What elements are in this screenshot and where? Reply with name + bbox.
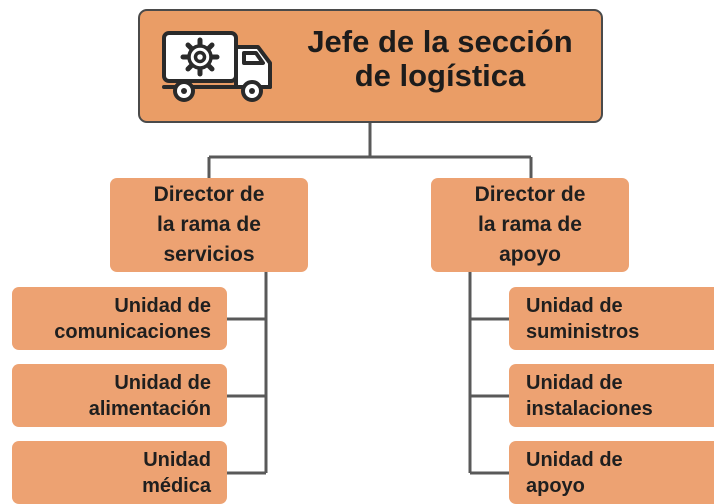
food-unit-box: Unidad de alimentación — [12, 364, 227, 427]
head-of-logistics-title: Jefe de la sección de logística — [290, 25, 590, 93]
support-unit-box: Unidad de apoyo — [509, 441, 714, 504]
delivery-truck-gear-icon — [162, 31, 272, 102]
title-line-2: de logística — [354, 58, 526, 93]
title-line-1: Jefe de la sección — [307, 24, 573, 59]
medical-unit-box: Unidad médica — [12, 441, 227, 504]
head-of-logistics-box: Jefe de la sección de logística — [138, 9, 603, 123]
unit-label: Unidad de suministros — [526, 294, 640, 343]
director-line: servicios — [163, 243, 255, 266]
director-line: Director de — [474, 183, 586, 206]
support-branch-director-box: Director de la rama de apoyo — [431, 178, 629, 272]
facilities-unit-box: Unidad de instalaciones — [509, 364, 714, 427]
unit-label: Unidad de instalaciones — [526, 371, 653, 420]
director-line: apoyo — [499, 243, 561, 266]
unit-label: Unidad de apoyo — [526, 448, 623, 497]
unit-label: Unidad de comunicaciones — [54, 294, 211, 343]
director-line: la rama de — [157, 213, 261, 236]
director-line: Director de — [153, 183, 265, 206]
unit-label: Unidad de alimentación — [88, 371, 211, 420]
supplies-unit-box: Unidad de suministros — [509, 287, 714, 350]
unit-label: Unidad médica — [142, 448, 211, 497]
services-branch-director-box: Director de la rama de servicios — [110, 178, 308, 272]
communications-unit-box: Unidad de comunicaciones — [12, 287, 227, 350]
director-line: la rama de — [478, 213, 582, 236]
